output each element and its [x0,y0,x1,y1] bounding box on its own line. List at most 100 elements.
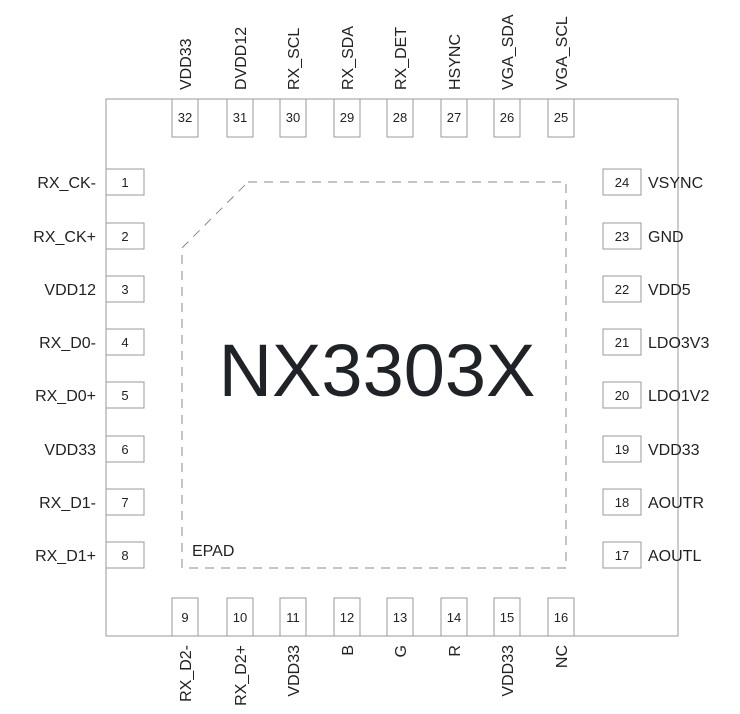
chip-name: NX3303X [219,329,536,412]
pin-19: 19 VDD33 [602,435,700,463]
pin-label: VDD33 [648,442,700,459]
pin-pad [105,168,145,196]
pin-number: 2 [121,229,128,244]
pin-number: 31 [233,110,247,125]
pin-26: 26 VGA_SDA [493,14,521,138]
pin-23: 23 GND [602,222,684,250]
pin-label: VDD33 [286,645,303,697]
pin-number: 25 [554,110,568,125]
pin-number: 6 [121,442,128,457]
pin-label: VDD33 [500,645,517,697]
pin-label: RX_D0- [39,335,96,352]
pin-pad [440,98,468,138]
pin-pad [105,488,145,516]
pin-30: 30 RX_SCL [279,28,307,138]
pin-pad [279,98,307,138]
pin-label: RX_DET [393,27,410,90]
pin-pad [333,98,361,138]
pin-2: 2RX_CK+ [33,222,145,250]
pin-label: HSYNC [447,34,464,90]
package-body [105,98,679,637]
pin-number: 24 [615,175,629,190]
pin-number: 28 [393,110,407,125]
pin-pad [493,597,521,637]
pin-number: 26 [500,110,514,125]
pin-number: 13 [393,610,407,625]
pin-pad [602,222,642,250]
pin-number: 15 [500,610,514,625]
pin-number: 29 [340,110,354,125]
pin-pad [226,98,254,138]
pin-number: 7 [121,495,128,510]
pin-pad [602,168,642,196]
pin-label: VDD12 [44,282,96,299]
pin-number: 23 [615,229,629,244]
pin-label: VDD5 [648,282,691,299]
pin-pad [602,435,642,463]
pin-label: VGA_SDA [500,14,517,90]
pin-label: B [340,645,357,656]
pin-label: RX_D2+ [233,645,250,706]
pin-pad [105,381,145,409]
pin-29: 29 RX_SDA [333,26,361,138]
pin-pad [171,98,199,138]
pin-number: 17 [615,548,629,563]
pin-label: RX_D1- [39,495,96,512]
pin-12: 12B [333,597,361,656]
pin-pad [333,597,361,637]
pin-pad [105,435,145,463]
pin-number: 30 [286,110,300,125]
pin-label: VDD33 [44,442,96,459]
pin-label: VDD33 [178,38,195,90]
epad-label: EPAD [192,543,234,560]
pin-pad [279,597,307,637]
pin-pad [493,98,521,138]
pin-number: 8 [121,548,128,563]
pin-pad [602,488,642,516]
pin-22: 22 VDD5 [602,275,691,303]
pin-label: NC [554,645,571,668]
pin-label: GND [648,229,684,246]
pin-1: 1RX_CK- [37,168,145,196]
pin-pad [386,98,414,138]
pin-14: 14R [440,597,468,657]
pin-label: RX_SCL [286,28,303,90]
pin-6: 6 VDD33 [44,435,145,463]
pin-9: 9RX_D2- [171,597,199,702]
pin-number: 1 [121,175,128,190]
pin-number: 21 [615,335,629,350]
pin-4: 4RX_D0- [39,328,145,356]
pin-number: 27 [447,110,461,125]
pin-pad [547,98,575,138]
pin-label: R [447,645,464,657]
pin-21: 21 LDO3V3 [602,328,709,356]
pin-label: RX_D2- [178,645,195,702]
pin-number: 12 [340,610,354,625]
pin-number: 19 [615,442,629,457]
pin-pad [602,381,642,409]
pin-7: 7 RX_D1- [39,488,145,516]
pin-28: 28 RX_DET [386,27,414,138]
pin-pad [547,597,575,637]
pin-label: RX_SDA [340,26,357,90]
pin-pad [602,328,642,356]
pin-pad [105,328,145,356]
pin-number: 18 [615,495,629,510]
pin-pad [105,275,145,303]
pin-number: 11 [286,610,300,625]
pin-label: G [393,645,410,657]
pin-number: 22 [615,282,629,297]
pin-number: 9 [181,610,188,625]
pin-label: LDO3V3 [648,335,709,352]
pin-number: 20 [615,388,629,403]
